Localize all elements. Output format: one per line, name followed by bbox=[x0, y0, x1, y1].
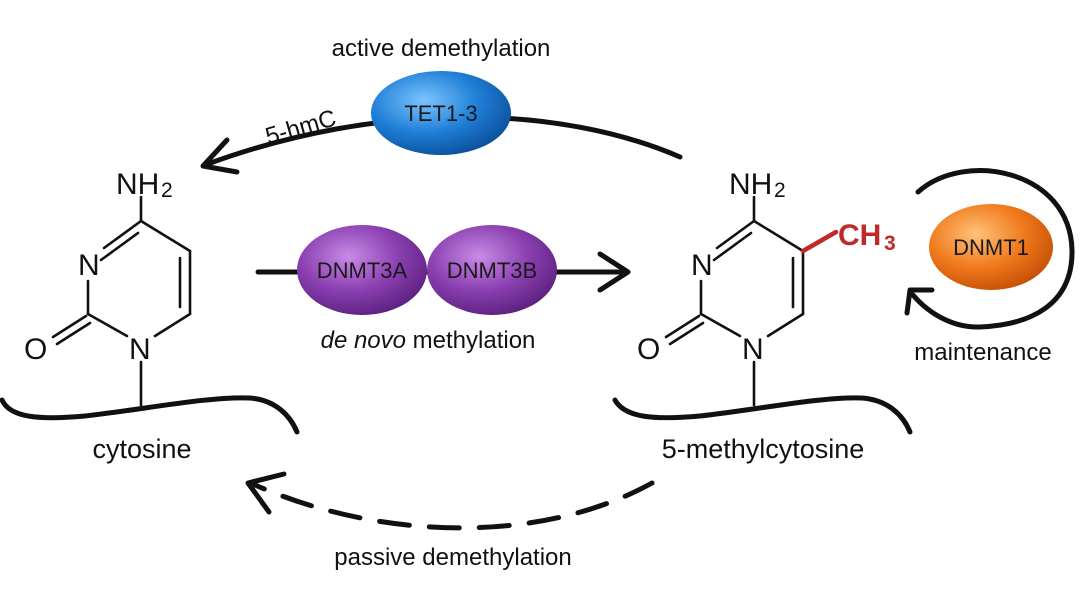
dnmt3b-enzyme: DNMT3B bbox=[427, 225, 557, 315]
cytosine-n3: N bbox=[78, 249, 100, 282]
methylcytosine-n1: N bbox=[742, 333, 764, 366]
cytosine-n1: N bbox=[129, 333, 151, 366]
passive-demethylation-arrowhead bbox=[245, 471, 287, 515]
cytosine-nh-sub: 2 bbox=[161, 179, 173, 202]
methyl-bond bbox=[800, 229, 839, 254]
cytosine-nh: NH bbox=[116, 168, 159, 201]
de-novo-arrowhead bbox=[597, 251, 631, 293]
methylcytosine-n3: N bbox=[691, 249, 713, 282]
maintenance-label: maintenance bbox=[914, 339, 1051, 366]
methylcytosine-structure: NH 2 N N O CH 3 bbox=[637, 168, 896, 407]
tet-label: TET1-3 bbox=[404, 101, 477, 126]
maintenance-arrowhead bbox=[904, 287, 935, 316]
de-novo-rest: methylation bbox=[406, 327, 535, 354]
cytosine-structure: NH 2 N N O bbox=[24, 168, 192, 407]
methylcytosine-dna-backbone bbox=[612, 395, 913, 435]
methyl-sub: 3 bbox=[884, 232, 896, 255]
methylcytosine-nh-sub: 2 bbox=[774, 179, 786, 202]
de-novo-methylation-label: de novo methylation bbox=[321, 327, 536, 354]
active-demethylation-label: active demethylation bbox=[332, 35, 551, 62]
cytosine-label: cytosine bbox=[92, 434, 191, 464]
cytosine-o: O bbox=[24, 333, 47, 366]
methyl-ch: CH bbox=[838, 219, 881, 252]
de-novo-italic: de novo bbox=[321, 327, 406, 354]
cytosine-dna-backbone bbox=[0, 395, 300, 435]
tet-enzyme: TET1-3 bbox=[371, 71, 511, 155]
passive-demethylation-arc bbox=[252, 480, 655, 531]
dnmt1-label: DNMT1 bbox=[953, 235, 1029, 260]
maintenance-loop bbox=[910, 168, 1075, 330]
active-demethylation-arrowhead bbox=[200, 137, 240, 175]
methylcytosine-o: O bbox=[637, 333, 660, 366]
dnmt3a-enzyme: DNMT3A bbox=[297, 225, 427, 315]
methylcytosine-nh: NH bbox=[729, 168, 772, 201]
dnmt3a-label: DNMT3A bbox=[317, 258, 408, 283]
methylcytosine-label: 5-methylcytosine bbox=[662, 434, 865, 464]
passive-demethylation-label: passive demethylation bbox=[334, 544, 571, 571]
dnmt3b-label: DNMT3B bbox=[447, 258, 537, 283]
dnmt1-enzyme: DNMT1 bbox=[929, 204, 1053, 290]
5-hmc-label: 5-hmC bbox=[263, 105, 340, 151]
